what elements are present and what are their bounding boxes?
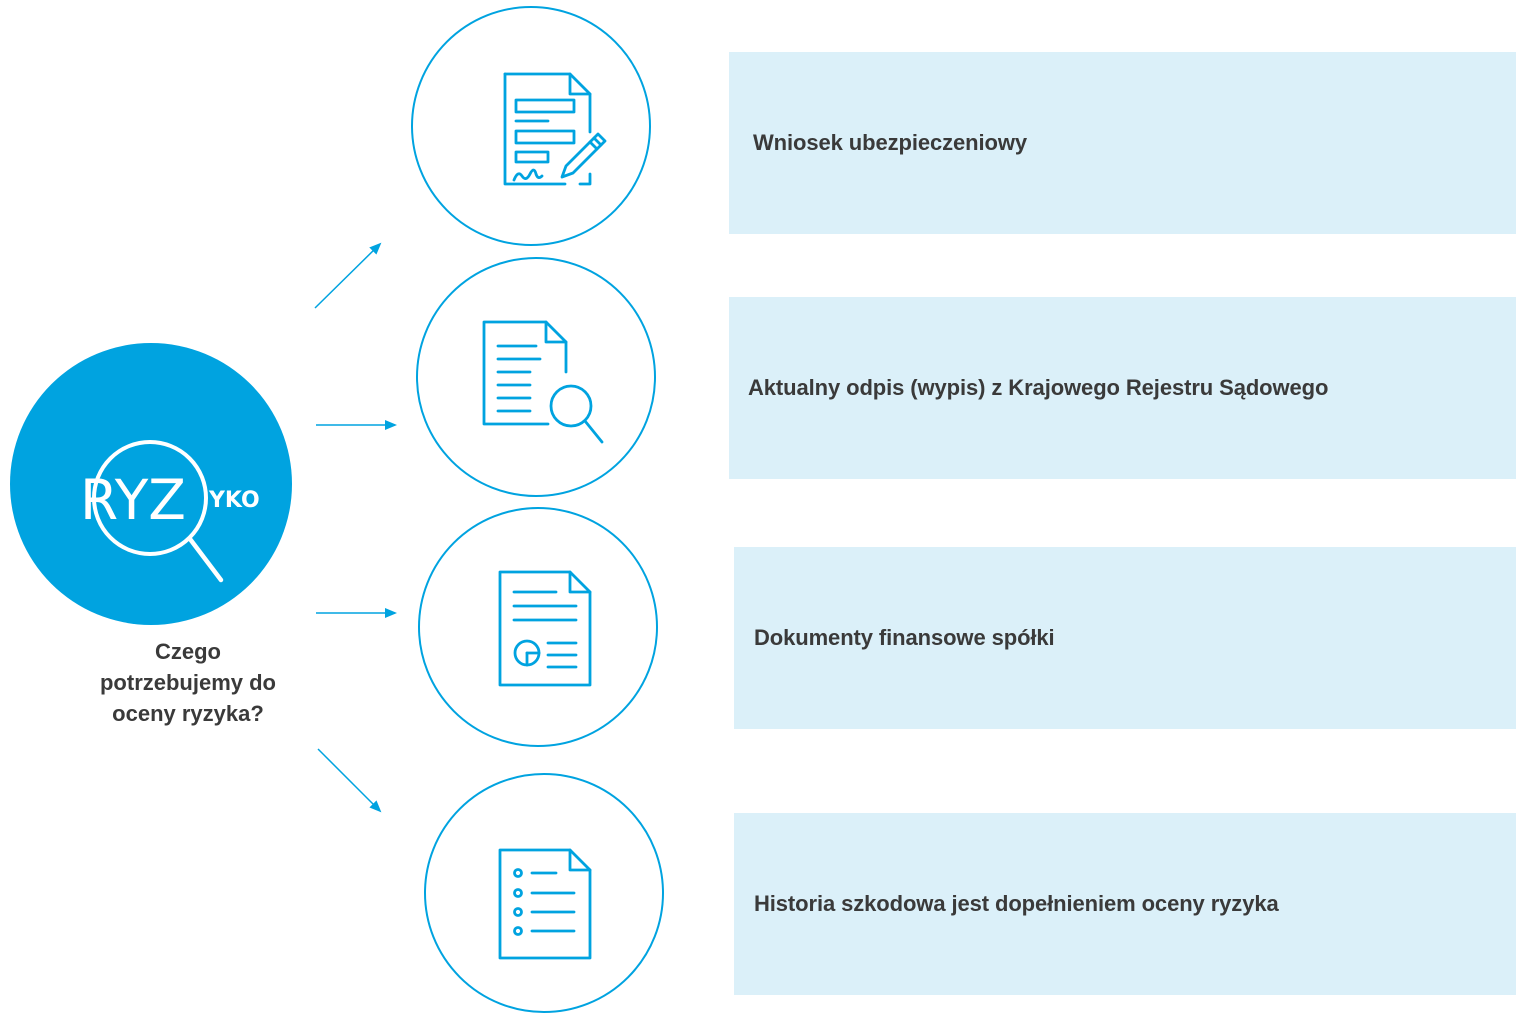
item-box-court-register: Aktualny odpis (wypis) z Krajowego Rejes…	[729, 297, 1516, 479]
signed-document-icon	[503, 72, 607, 186]
logo-suffix-text: YKO	[208, 488, 260, 513]
item-box-claims-history: Historia szkodowa jest dopełnieniem ocen…	[734, 813, 1516, 995]
item-label-application: Wniosek ubezpieczeniowy	[753, 130, 1027, 155]
item-box-application: Wniosek ubezpieczeniowy	[729, 52, 1516, 234]
item-label-financial-documents: Dokumenty finansowe spółki	[754, 625, 1055, 650]
item-label-court-register: Aktualny odpis (wypis) z Krajowego Rejes…	[748, 375, 1329, 400]
item-box-financial-documents: Dokumenty finansowe spółki	[734, 547, 1516, 729]
item-3-circle	[418, 507, 658, 747]
item-1-circle	[411, 6, 651, 246]
item-label-claims-history: Historia szkodowa jest dopełnieniem ocen…	[754, 891, 1279, 916]
document-search-icon	[482, 320, 604, 444]
main-question: Czego potrzebujemy do oceny ryzyka?	[99, 639, 276, 726]
magnifier-icon	[187, 536, 224, 583]
logo-main-text: RYZ	[80, 468, 186, 532]
arrow-to-item-4	[317, 748, 382, 813]
financial-report-icon	[498, 570, 592, 687]
item-2-circle	[416, 257, 656, 497]
checklist-document-icon	[498, 848, 592, 960]
ryzyko-logo: RYZ YKO	[80, 440, 260, 583]
arrow-to-item-1	[314, 242, 382, 309]
central-logo-circle	[10, 343, 292, 625]
